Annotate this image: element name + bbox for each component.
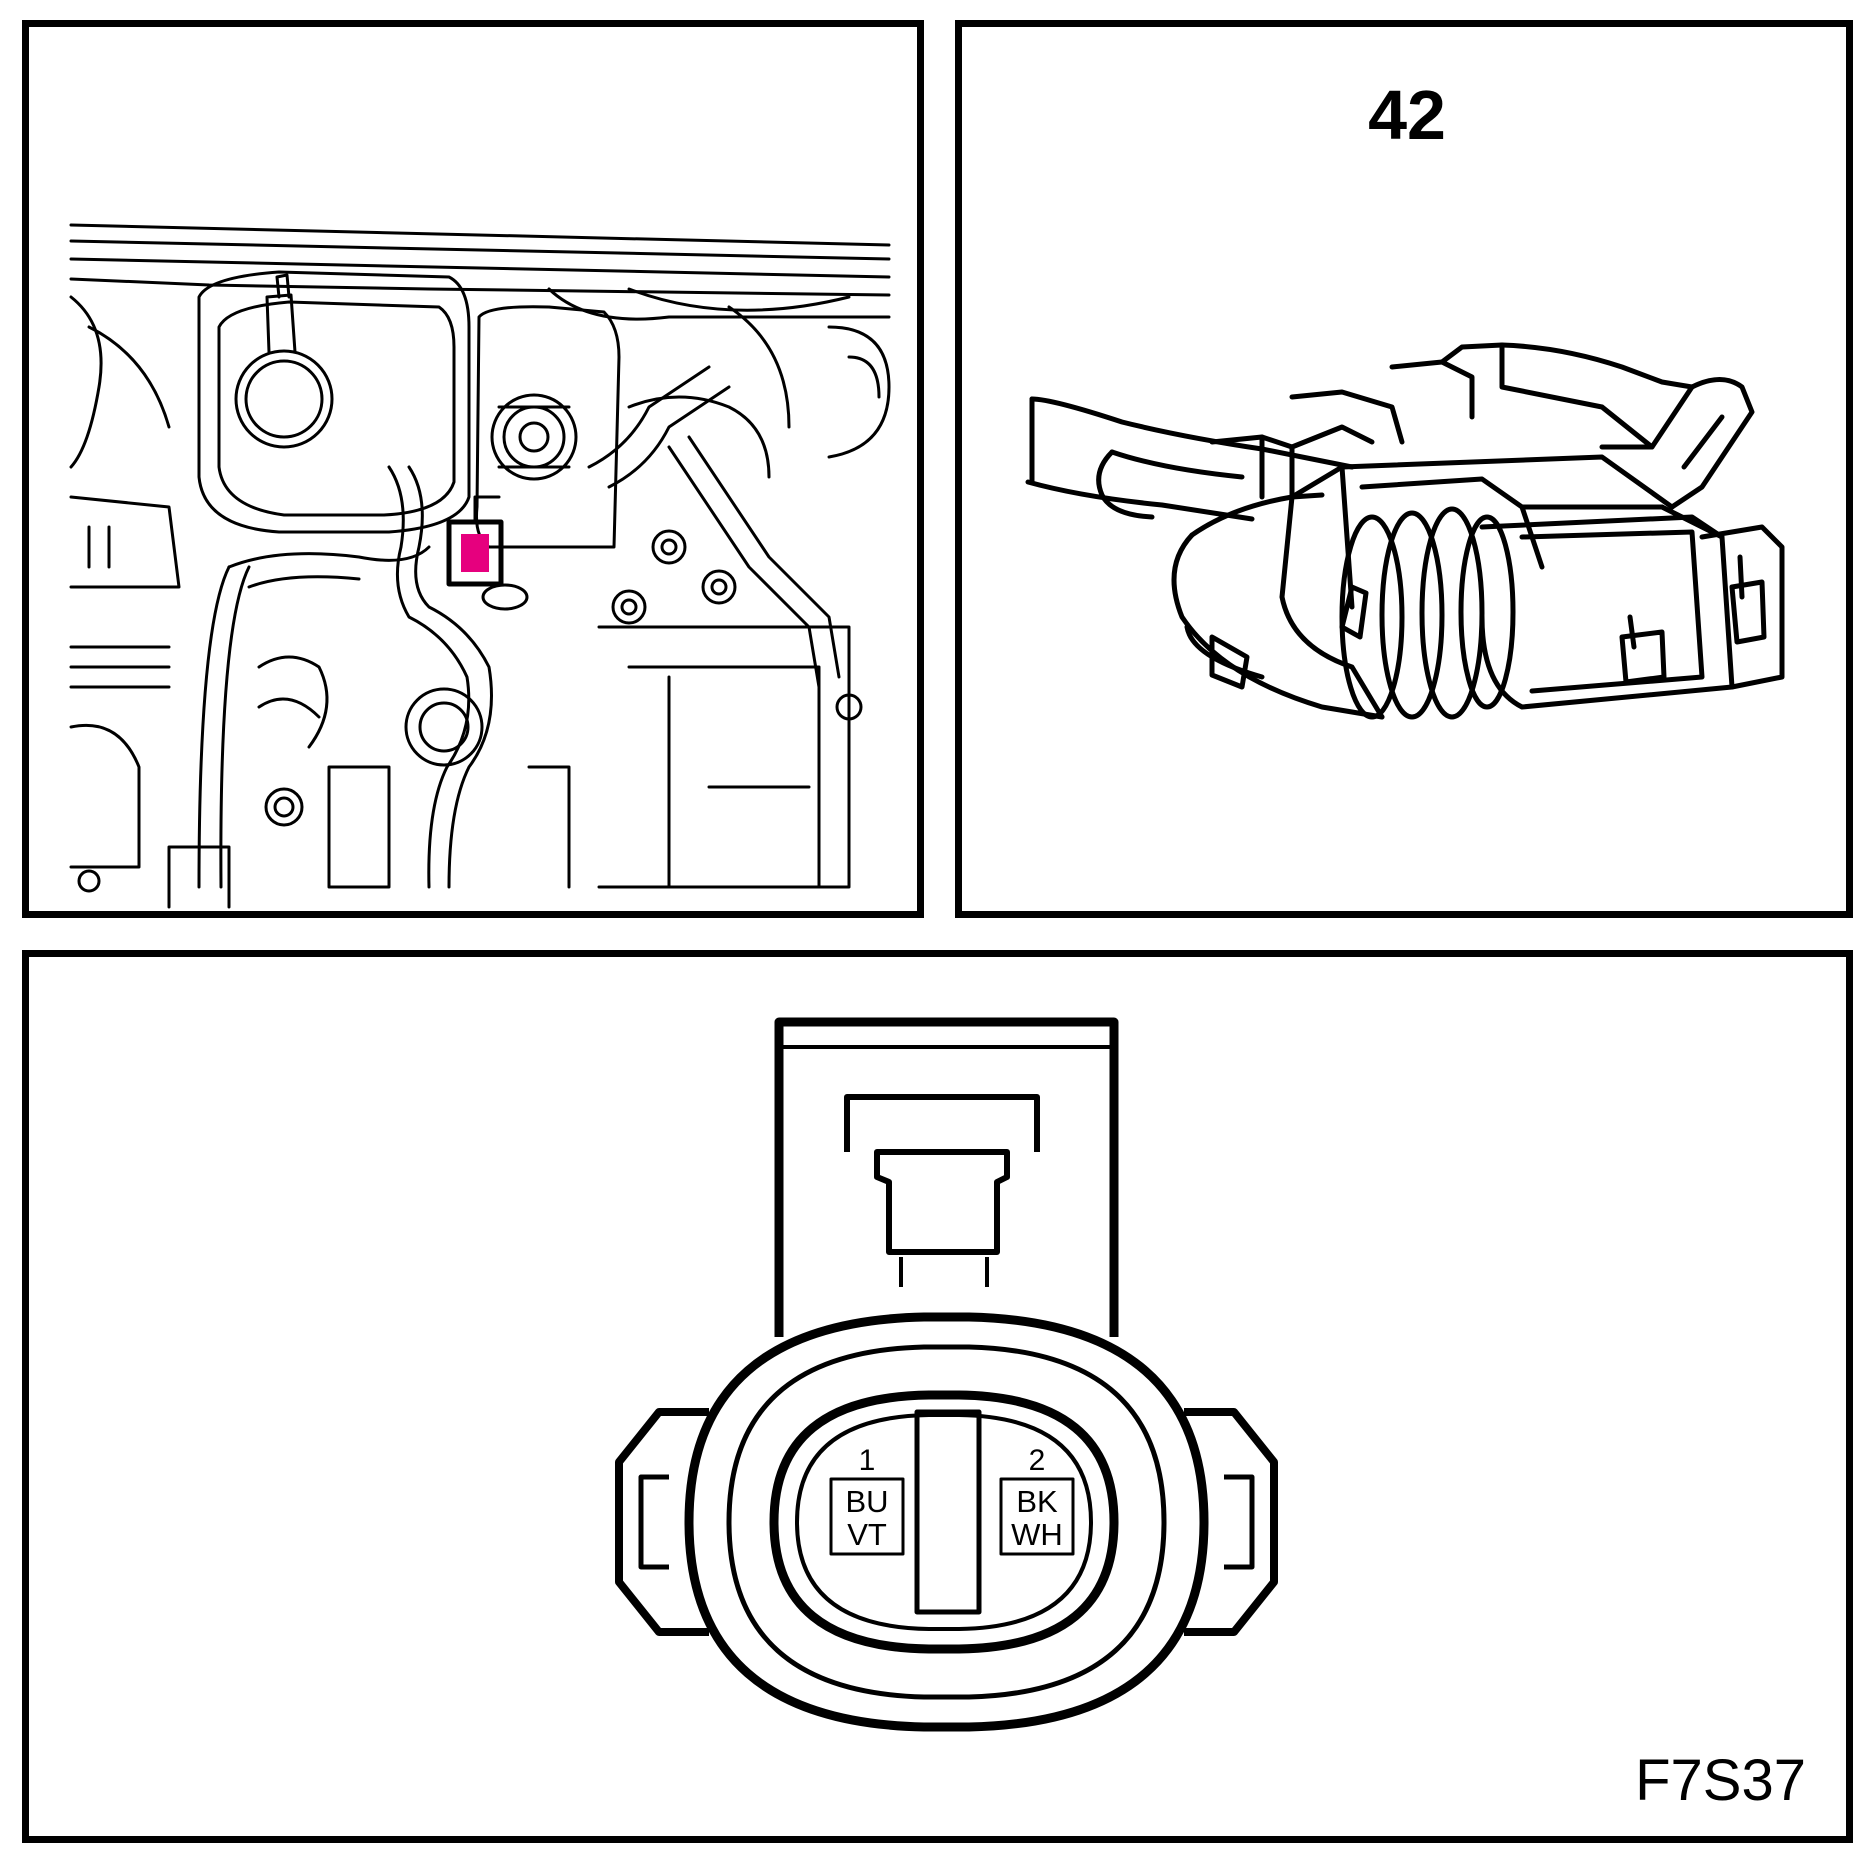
connector-perspective-illustration: 42 (1025, 76, 1785, 720)
engine-bay-location-panel (22, 20, 924, 918)
pin-2-number: 2 (1029, 1444, 1046, 1477)
pin-1-wire-color-primary: BU (845, 1484, 888, 1519)
pin-2-wire-color-stripe: WH (1011, 1517, 1063, 1552)
connector-view-panel: 42 (955, 20, 1853, 918)
engine-bay-illustration (69, 223, 891, 909)
connector-face-illustration: 1 BU VT 2 BK WH (615, 1017, 1278, 1732)
figure-code: F7S37 (1635, 1748, 1806, 1813)
pin-1-number: 1 (859, 1444, 876, 1477)
connector-number: 42 (1368, 76, 1446, 154)
pin-1-wire-color-stripe: VT (847, 1517, 887, 1552)
pin-2-wire-color-primary: BK (1016, 1484, 1058, 1519)
connector-face-panel: 1 BU VT 2 BK WH F7S37 (22, 950, 1853, 1843)
highlighted-connector-location (461, 534, 489, 572)
